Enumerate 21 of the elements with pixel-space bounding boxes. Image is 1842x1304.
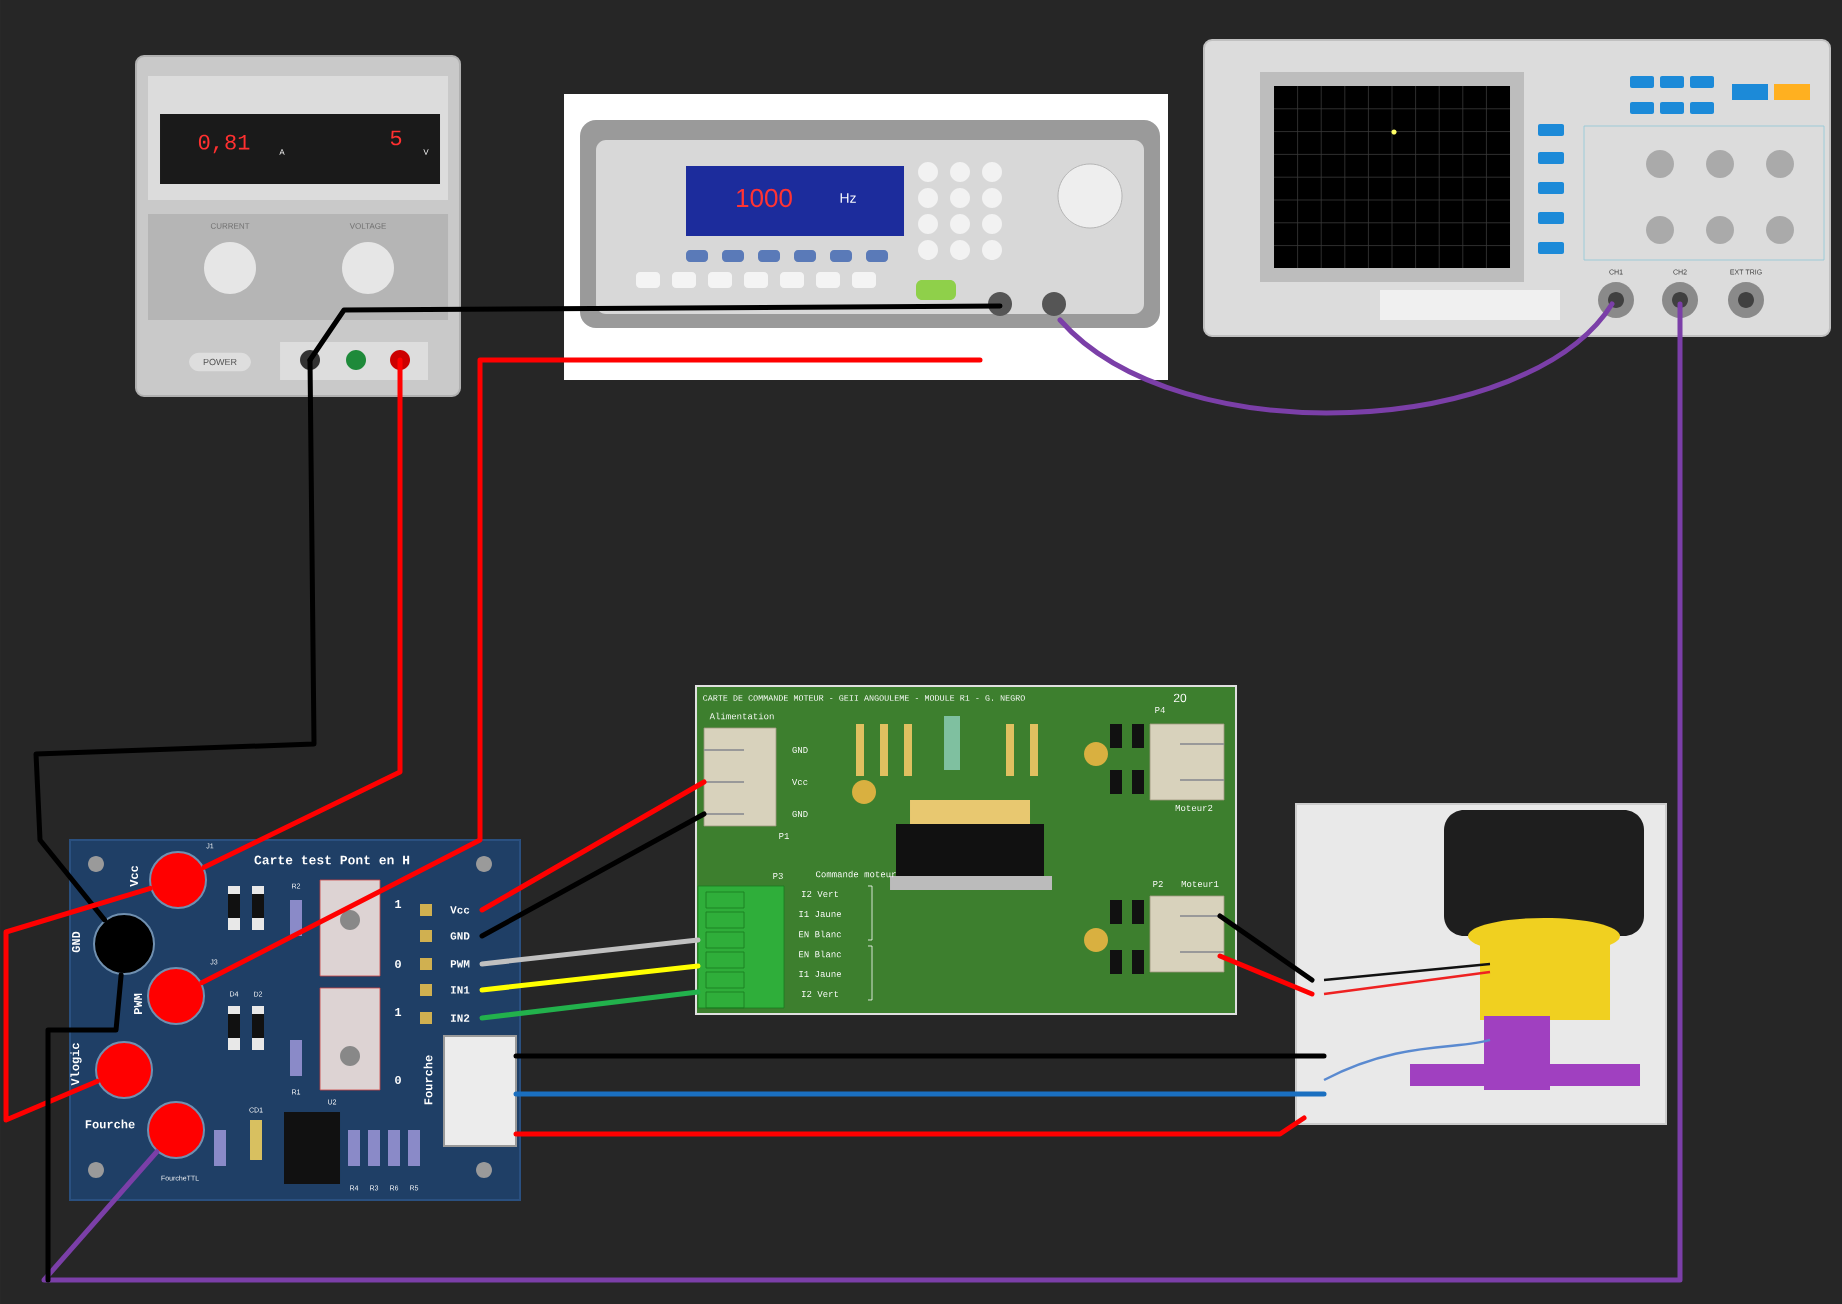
display-reading: 0,81 <box>198 134 250 154</box>
wire <box>513 1091 1327 1097</box>
wire <box>479 937 701 967</box>
frequency-readout: 1000 <box>737 188 792 208</box>
wire <box>45 972 124 1283</box>
wire <box>1057 301 1615 415</box>
wire <box>1217 953 1315 997</box>
wire <box>479 779 707 913</box>
wire <box>513 1053 1327 1059</box>
wire <box>1217 913 1315 983</box>
wire <box>33 357 317 923</box>
wire <box>513 1115 1307 1137</box>
wire <box>479 811 707 939</box>
display-reading: 5 <box>390 130 402 146</box>
wire <box>201 357 403 870</box>
wire <box>307 303 1003 363</box>
wire <box>199 357 983 986</box>
wire <box>3 885 153 1123</box>
wire <box>479 963 701 993</box>
wire <box>479 989 701 1021</box>
wire <box>41 301 1683 1283</box>
